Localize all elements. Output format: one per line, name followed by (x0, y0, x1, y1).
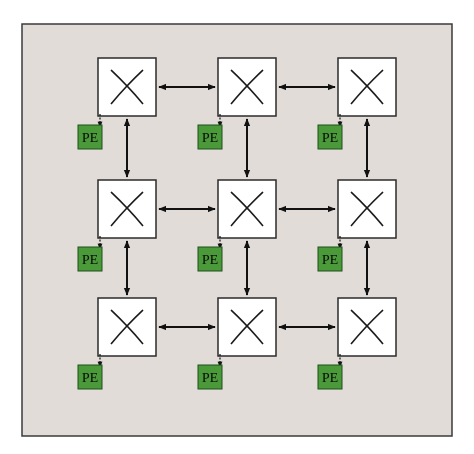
router-node: PE (77, 297, 157, 390)
pe-box (77, 124, 103, 150)
crossbar-x-icon (230, 69, 264, 105)
pe-label: PE (82, 371, 98, 386)
crossbar-x-icon (230, 309, 264, 345)
crossbar-x-icon (350, 191, 384, 227)
router-node: PE (197, 179, 277, 272)
crossbar-x-icon (230, 191, 264, 227)
crossbar-x-icon (230, 309, 264, 345)
pe-label: PE (82, 131, 98, 146)
crossbar-x-icon (230, 69, 264, 105)
pe-label: PE (202, 131, 218, 146)
crossbar-x-icon (110, 309, 144, 345)
crossbar-x-icon (350, 191, 384, 227)
pe-box (77, 246, 103, 272)
crossbar-x-icon (350, 69, 384, 105)
crossbar-x-icon (110, 191, 144, 227)
links-layer (123, 83, 371, 331)
pe-box (317, 364, 343, 390)
crossbar-x-icon (350, 309, 384, 345)
pe-label: PE (322, 371, 338, 386)
crossbar-x-icon (110, 309, 144, 345)
nodes-layer: PE PE PE PE PE PE PE PE PE (77, 57, 397, 390)
router-box (97, 297, 157, 357)
pe-box (317, 124, 343, 150)
crossbar-x-icon (110, 69, 144, 105)
pe-label: PE (322, 131, 338, 146)
pe-label: PE (82, 253, 98, 268)
router-node: PE (317, 179, 397, 272)
pe-label: PE (202, 253, 218, 268)
router-node: PE (77, 179, 157, 272)
crossbar-x-icon (110, 191, 144, 227)
pe-box (197, 124, 223, 150)
pe-label: PE (202, 371, 218, 386)
router-node: PE (197, 297, 277, 390)
pe-label: PE (322, 253, 338, 268)
pe-box (197, 246, 223, 272)
pe-box (197, 364, 223, 390)
crossbar-x-icon (350, 309, 384, 345)
crossbar-x-icon (230, 191, 264, 227)
router-node: PE (77, 57, 157, 150)
crossbar-x-icon (110, 69, 144, 105)
pe-box (317, 246, 343, 272)
router-node: PE (317, 297, 397, 390)
router-node: PE (197, 57, 277, 150)
router-node: PE (317, 57, 397, 150)
crossbar-x-icon (350, 69, 384, 105)
pe-box (77, 364, 103, 390)
